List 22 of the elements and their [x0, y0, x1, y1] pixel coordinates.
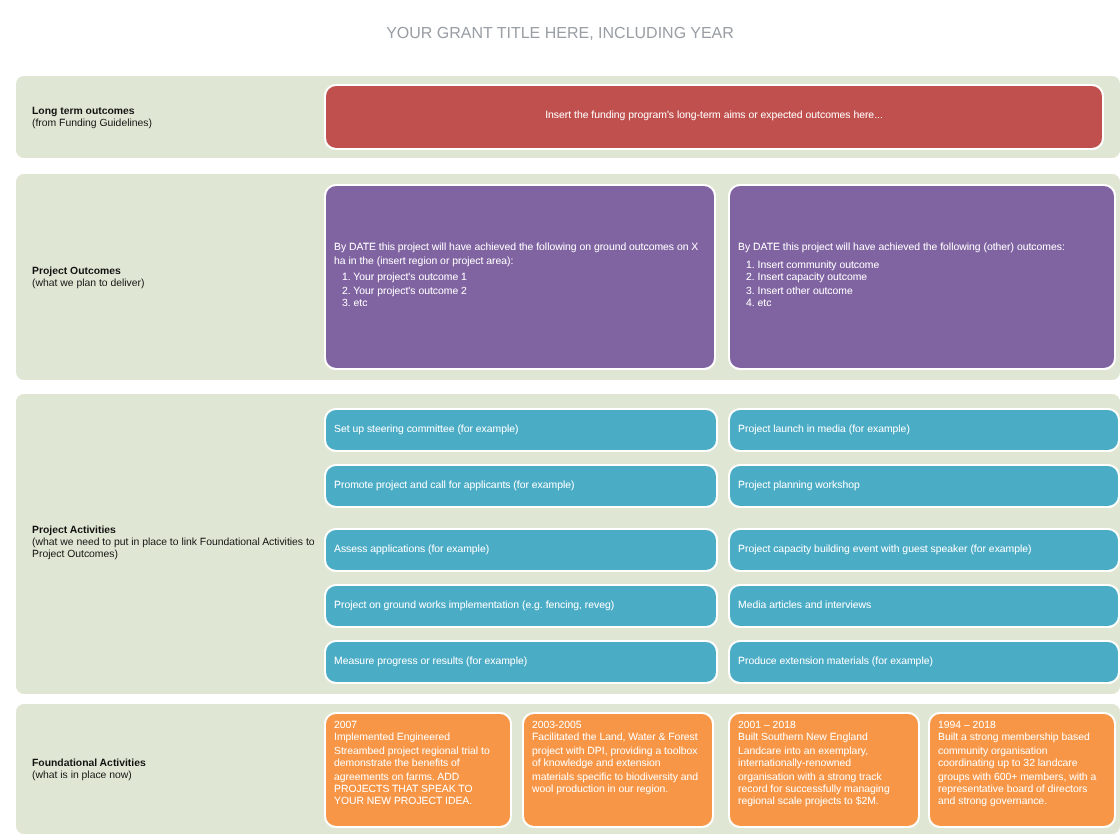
activity-card [728, 408, 1120, 452]
activity-card [728, 464, 1120, 508]
activity-card [324, 640, 718, 684]
foundation-card [928, 712, 1116, 828]
diagram-title: YOUR GRANT TITLE HERE, INCLUDING YEAR [384, 24, 736, 42]
foundation-card [324, 712, 512, 828]
activity-card [728, 528, 1120, 572]
foundation-card [522, 712, 714, 828]
activity-card [728, 640, 1120, 684]
activity-card [324, 584, 718, 628]
activity-card [324, 408, 718, 452]
row-band [16, 394, 1120, 694]
outcome-card [728, 184, 1116, 370]
row-band [16, 174, 1120, 380]
outcome-card [324, 184, 716, 370]
row-band [16, 76, 1120, 158]
activity-card [728, 584, 1120, 628]
activity-card [324, 528, 718, 572]
outcome-card [324, 84, 1104, 150]
foundation-card [728, 712, 920, 828]
row-band [16, 704, 1120, 834]
activity-card [324, 464, 718, 508]
